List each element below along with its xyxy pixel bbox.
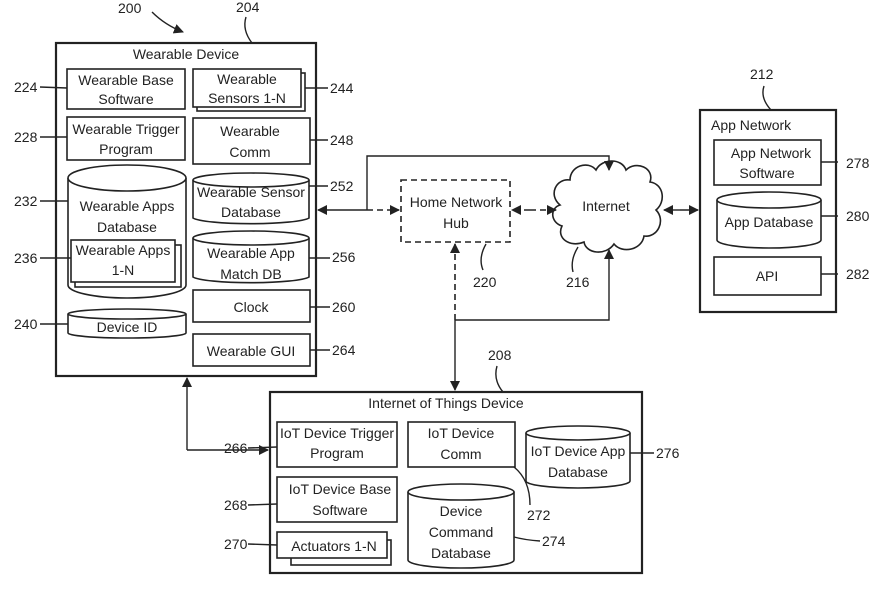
iot-comm-label: IoT Device: [428, 425, 495, 441]
command-db-label: Device: [440, 503, 483, 519]
wearable-sensors-label: Wearable: [217, 71, 277, 87]
figure-ref-arrow: [152, 12, 183, 32]
ref-228: 228: [14, 129, 38, 145]
leader-line: [245, 17, 252, 43]
hub-label: Home Network: [410, 194, 504, 210]
app-network-software-label: Software: [739, 165, 794, 181]
wearable-sensor-db-label: Database: [221, 204, 281, 220]
ref-256: 256: [332, 249, 356, 265]
app-network-software-label: App Network: [731, 145, 812, 161]
leader-line: [248, 504, 277, 505]
ref-268: 268: [224, 497, 248, 513]
ref-266: 266: [224, 440, 248, 456]
ref-216: 216: [566, 274, 590, 290]
ref-280: 280: [846, 208, 870, 224]
app-network: 212 App Network App Network Software 278…: [700, 66, 870, 312]
device-id-label: Device ID: [97, 319, 158, 335]
wearable-base-software-label: Software: [98, 91, 153, 107]
internet-cloud: Internet 216: [553, 161, 663, 290]
ref-270: 270: [224, 536, 248, 552]
wearable-comm-label: Comm: [229, 144, 270, 160]
leader-line: [496, 366, 503, 392]
figure-ref: 200: [118, 0, 142, 16]
leader-line: [481, 244, 486, 270]
home-network-hub: Home Network Hub 220: [401, 180, 510, 290]
iot-base-software-label: Software: [312, 502, 367, 518]
ref-244: 244: [330, 80, 354, 96]
command-db-label: Database: [431, 545, 491, 561]
wearable-apps-label: Wearable Apps: [76, 242, 171, 258]
ref-232: 232: [14, 193, 38, 209]
iot-base-software-label: IoT Device Base: [289, 481, 392, 497]
ref-240: 240: [14, 316, 38, 332]
ref-252: 252: [330, 178, 354, 194]
iot-title: Internet of Things Device: [368, 395, 524, 411]
wearable-sensor-db-label: Wearable Sensor: [197, 184, 305, 200]
wearable-ref: 204: [236, 0, 260, 15]
ref-274: 274: [542, 533, 566, 549]
wearable-comm-label: Wearable: [220, 123, 280, 139]
iot-device: 208 Internet of Things Device IoT Device…: [224, 347, 680, 573]
leader-line: [248, 447, 277, 448]
wearable-base-software-label: Wearable Base: [78, 72, 174, 88]
ref-208: 208: [488, 347, 512, 363]
wearable-trigger-label: Program: [99, 141, 153, 157]
command-db-label: Command: [429, 524, 494, 540]
wearable-gui-label: Wearable GUI: [207, 343, 295, 359]
iot-comm-label: Comm: [440, 446, 481, 462]
leader-line: [763, 86, 771, 110]
ref-260: 260: [332, 299, 356, 315]
wearable-device: 204 Wearable Device Wearable Base Softwa…: [14, 0, 356, 376]
ref-248: 248: [330, 132, 354, 148]
ref-236: 236: [14, 250, 38, 266]
ref-212: 212: [750, 66, 774, 82]
wearable-apps-db-label: Database: [97, 219, 157, 235]
actuators-label: Actuators 1-N: [291, 538, 377, 554]
wearable-sensors-label: Sensors 1-N: [208, 90, 286, 106]
internet-label: Internet: [582, 198, 630, 214]
wearable-apps-label: 1-N: [112, 262, 135, 278]
ref-264: 264: [332, 342, 356, 358]
wearable-clock-label: Clock: [233, 299, 269, 315]
ref-278: 278: [846, 155, 870, 171]
leader-line: [40, 87, 67, 88]
wearable-title: Wearable Device: [133, 46, 240, 62]
ref-272: 272: [527, 507, 551, 523]
wearable-match-db-label: Match DB: [220, 266, 281, 282]
ref-220: 220: [473, 274, 497, 290]
ref-282: 282: [846, 266, 870, 282]
leader-line: [248, 544, 277, 545]
ref-224: 224: [14, 79, 38, 95]
iot-trigger-label: Program: [310, 445, 364, 461]
wearable-trigger-label: Wearable Trigger: [72, 121, 179, 137]
api-label: API: [756, 268, 779, 284]
wearable-match-db-label: Wearable App: [207, 245, 295, 261]
iot-trigger-label: IoT Device Trigger: [280, 425, 394, 441]
leader-line: [572, 247, 578, 272]
iot-app-db-label: Database: [548, 464, 608, 480]
app-network-title: App Network: [711, 117, 792, 133]
app-database-label: App Database: [725, 214, 814, 230]
ref-276: 276: [656, 445, 680, 461]
iot-app-db-label: IoT Device App: [531, 443, 626, 459]
hub-label: Hub: [443, 215, 469, 231]
wearable-apps-db-label: Wearable Apps: [80, 198, 175, 214]
